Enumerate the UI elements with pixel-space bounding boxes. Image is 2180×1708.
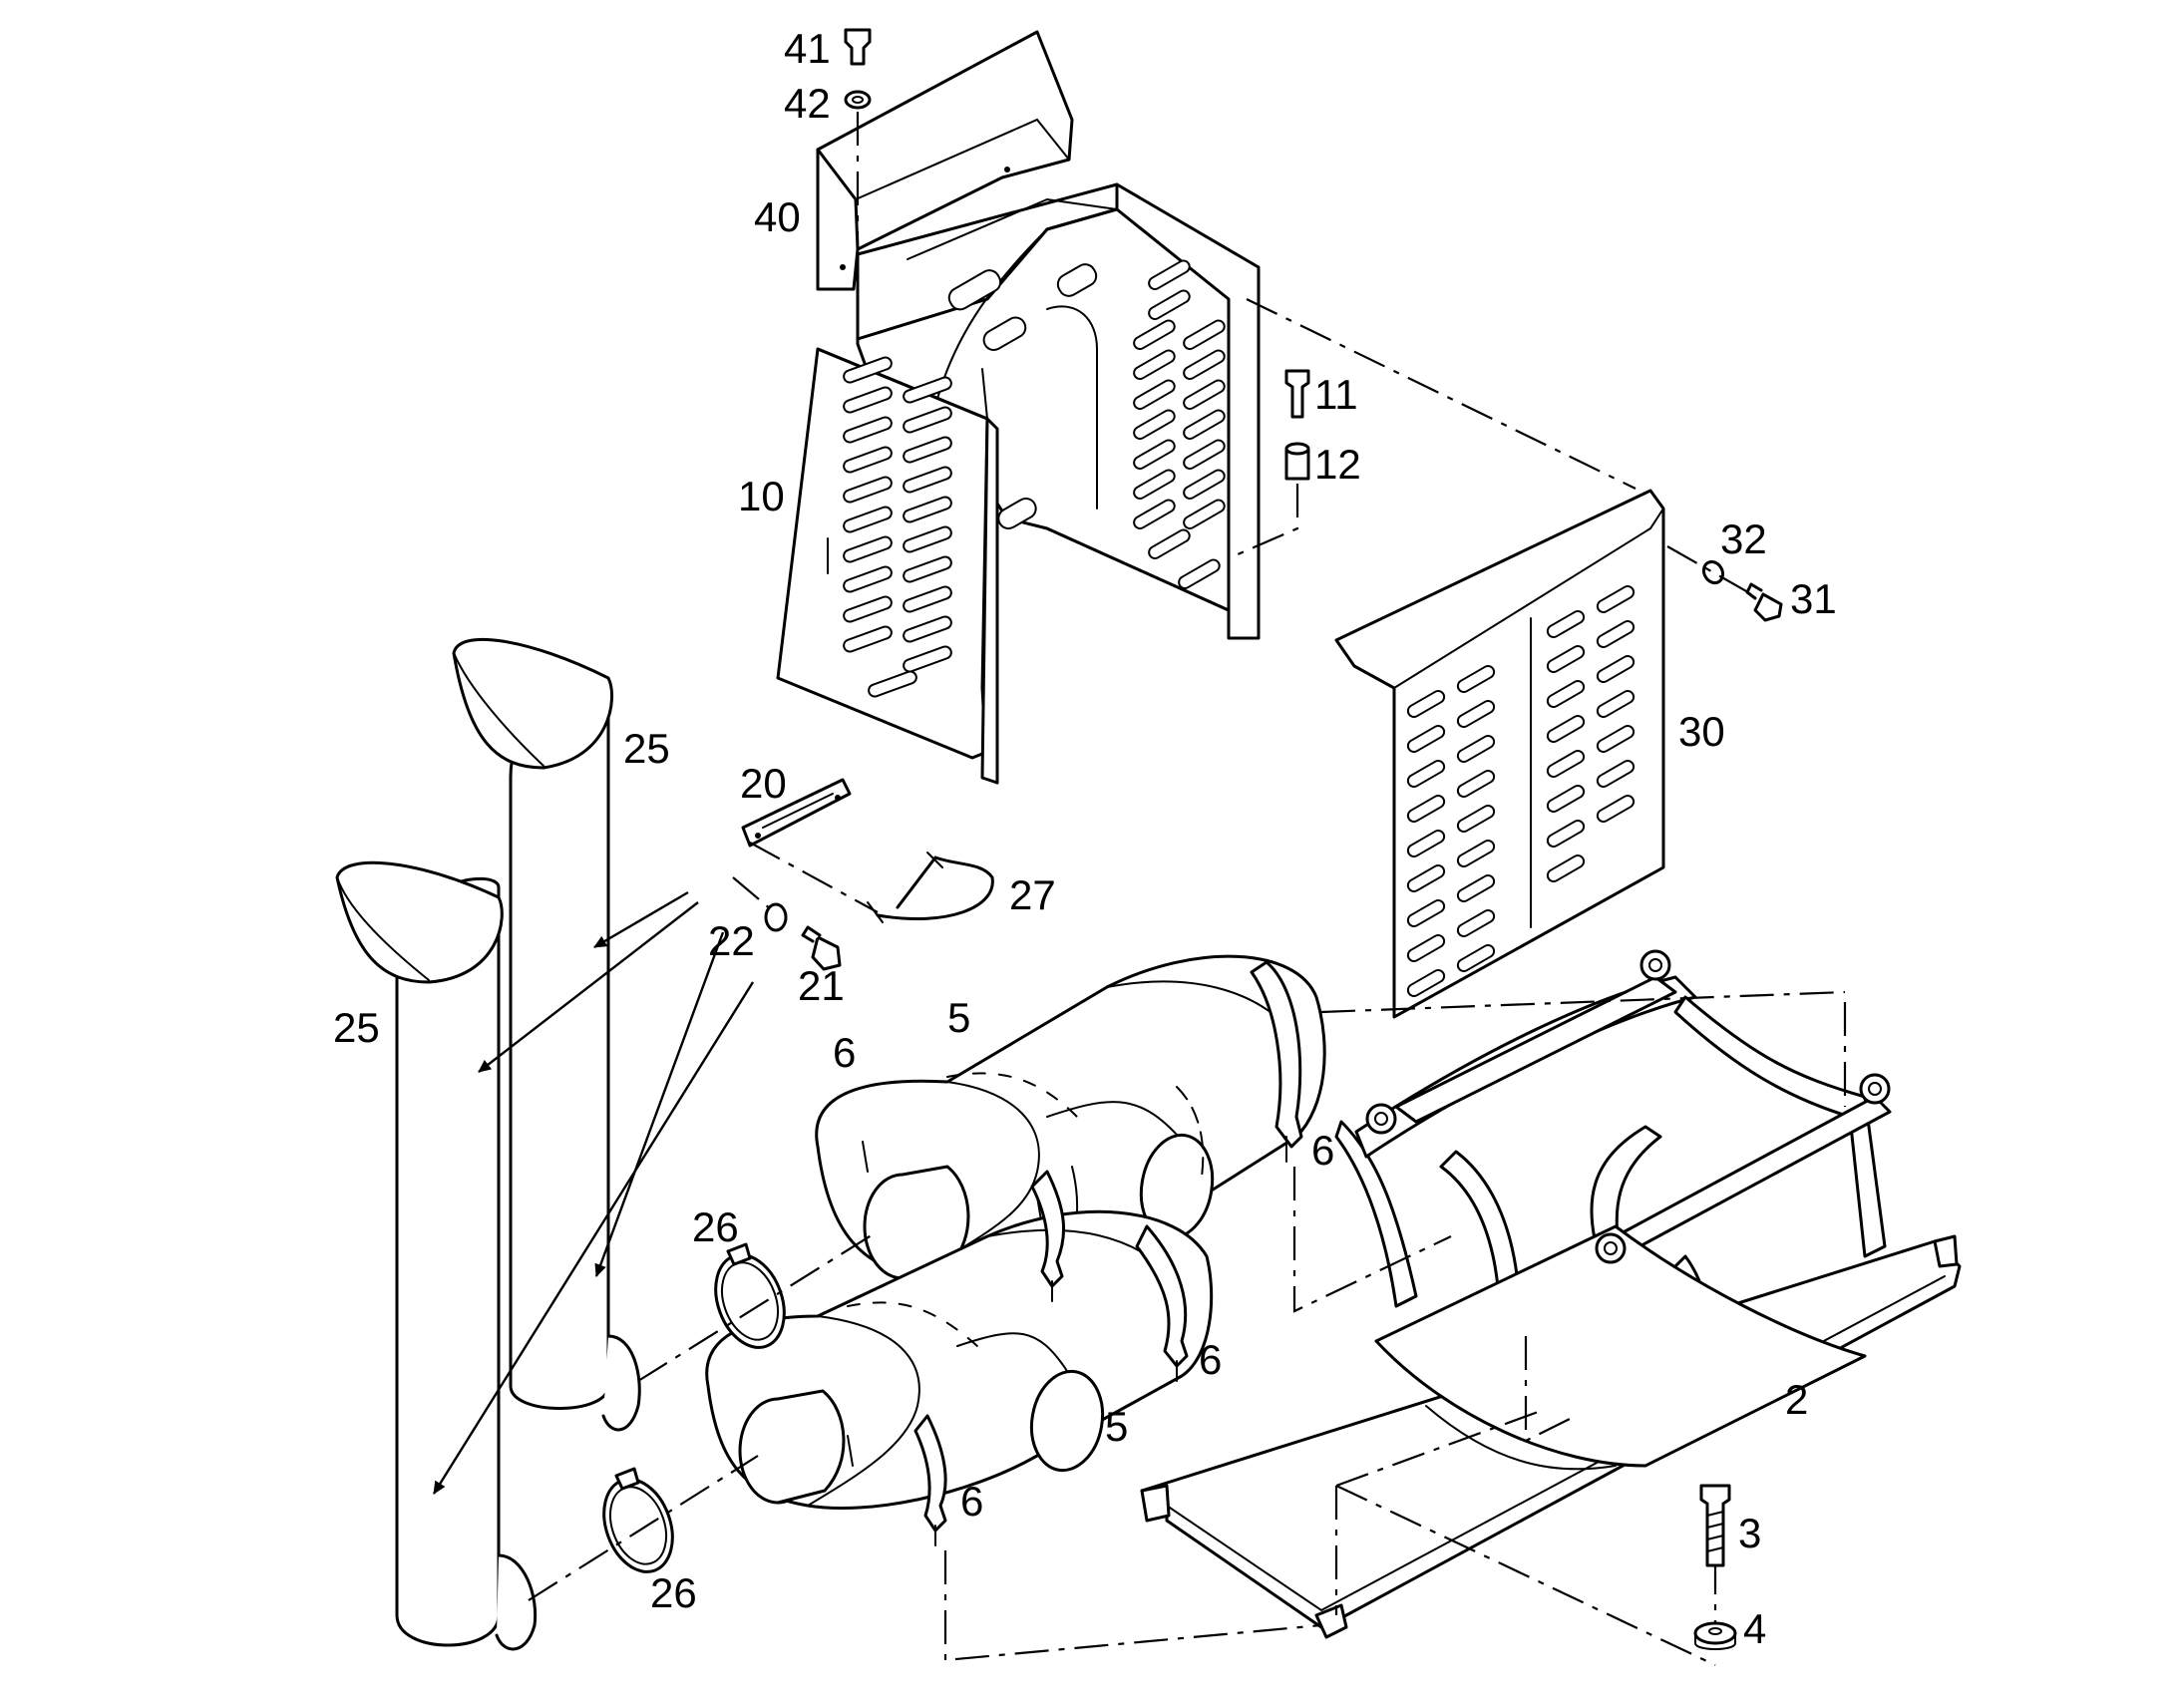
bolt-41	[844, 28, 872, 66]
leader-6-bottom	[943, 1550, 1322, 1662]
strap-27	[867, 852, 994, 923]
leader-frame-top	[1320, 990, 1846, 1014]
leader-11-12	[1227, 484, 1299, 618]
callout-41: 41	[784, 25, 831, 72]
callout-2: 2	[1785, 1376, 1808, 1423]
callout-25-rear: 25	[623, 725, 670, 772]
arrow-22-stack-front	[432, 981, 755, 1495]
callout-40: 40	[754, 193, 801, 240]
bolt-11	[1284, 369, 1310, 419]
callout-5-lower: 5	[1105, 1403, 1128, 1450]
callout-31: 31	[1790, 575, 1837, 622]
clamp-6-lower-front	[913, 1414, 947, 1546]
ring-clamp-26-lower	[602, 1467, 674, 1573]
callout-22: 22	[708, 917, 755, 964]
callout-10: 10	[738, 473, 785, 519]
leader-20-27	[749, 842, 879, 913]
screw-31	[1745, 582, 1783, 622]
panel-30	[1334, 489, 1665, 1019]
callout-26-upper: 26	[692, 1203, 739, 1250]
ring-clamp-26-upper	[714, 1242, 786, 1349]
callout-30: 30	[1678, 708, 1725, 755]
spacer-12	[1284, 442, 1310, 481]
callout-27: 27	[1009, 871, 1056, 918]
bolt-3	[1699, 1484, 1731, 1567]
leader-10-30	[1246, 298, 1636, 490]
muffler-5-lower	[705, 1209, 1214, 1511]
callout-5-upper: 5	[947, 994, 970, 1041]
leader-6-frame	[1292, 1167, 1452, 1313]
callout-42: 42	[784, 80, 831, 127]
washer-32	[1701, 559, 1725, 585]
exhaust-stack-25-rear	[452, 637, 641, 1432]
callout-6-lower-left: 6	[960, 1478, 983, 1525]
clamp-6-lower-rear	[1135, 1224, 1189, 1382]
mounting-frame-2	[1140, 949, 1962, 1639]
callout-12: 12	[1314, 441, 1361, 488]
callout-6-lower-right: 6	[1199, 1336, 1222, 1383]
callout-25-front: 25	[333, 1004, 380, 1051]
leader-frame-hole	[1524, 1336, 1577, 1443]
washer-22	[764, 902, 788, 932]
leader-frame-base	[1335, 1409, 1542, 1488]
arrow-20-stack-rear	[593, 890, 689, 949]
callout-3: 3	[1738, 1510, 1761, 1556]
leader-26-muffler-upper	[637, 1230, 879, 1382]
arrow-22-stack-rear	[594, 931, 725, 1277]
callout-32: 32	[1720, 515, 1767, 562]
callout-4: 4	[1743, 1605, 1766, 1652]
panel-30-perforation	[1406, 585, 1635, 997]
leader-30-31	[1666, 545, 1756, 597]
screw-21	[801, 925, 842, 971]
callout-26-lower: 26	[650, 1569, 697, 1616]
top-cover-40	[816, 30, 1074, 291]
callout-11: 11	[1314, 371, 1358, 418]
exhaust-stack-25-front	[335, 860, 538, 1651]
arrow-20-stack-front	[478, 901, 699, 1073]
leader-frame-washer	[1335, 1485, 1716, 1666]
frame-10-left-perforation	[827, 356, 952, 698]
callout-20: 20	[740, 760, 787, 807]
frame-10	[776, 182, 1261, 785]
washer-42	[844, 90, 872, 110]
leader-26-muffler-lower	[528, 1455, 759, 1601]
callout-labels: 41 42 40 10 11 12 32 31 30 25 25 20 27 2…	[333, 25, 1837, 1652]
frame-10-right-perforation	[1133, 259, 1226, 589]
bracket-20	[741, 778, 852, 848]
clamp-6-upper-front	[1030, 1170, 1066, 1302]
washer-4	[1693, 1621, 1737, 1650]
callout-6-upper-left: 6	[833, 1029, 856, 1076]
callout-21: 21	[798, 962, 845, 1009]
clamp-6-upper-rear	[1250, 960, 1303, 1163]
callout-6-upper-right: 6	[1311, 1127, 1334, 1174]
